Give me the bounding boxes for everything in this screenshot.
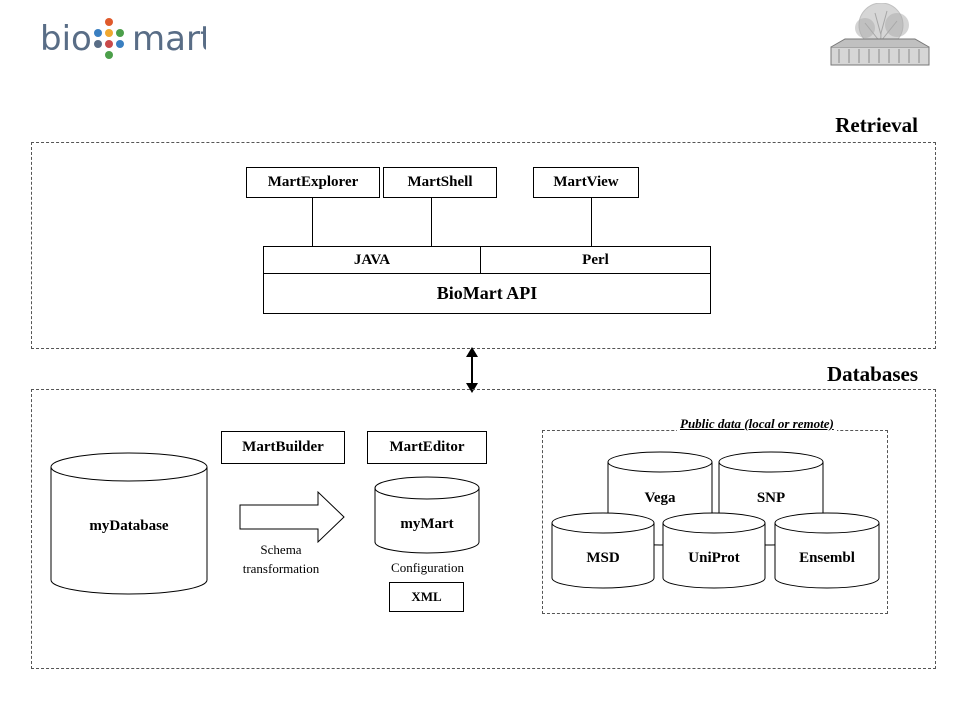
mymart-label: myMart xyxy=(400,516,453,532)
database-cylinder-mydatabase: myDatabase xyxy=(50,452,208,595)
language-perl: Perl xyxy=(480,246,711,274)
logo-dot xyxy=(105,40,113,48)
client-martshell: MartShell xyxy=(383,167,497,198)
logo-dot xyxy=(94,40,102,48)
connector-line xyxy=(312,198,313,246)
schema-transformation-arrow-icon xyxy=(239,490,345,544)
bidirectional-arrow-icon xyxy=(462,347,482,393)
client-martview: MartView xyxy=(533,167,639,198)
databases-title: Databases xyxy=(826,362,918,386)
msd-label: MSD xyxy=(586,550,620,566)
client-martexplorer: MartExplorer xyxy=(246,167,380,198)
public-data-label: Public data (local or remote) xyxy=(677,416,837,432)
tool-marteditor: MartEditor xyxy=(367,431,487,464)
mydatabase-label: myDatabase xyxy=(89,518,169,534)
snp-label: SNP xyxy=(757,490,785,506)
xml-config-file: XML xyxy=(389,582,464,612)
connector-line xyxy=(431,198,432,246)
database-cylinder-uniprot: UniProt xyxy=(662,512,766,589)
connector-line xyxy=(591,198,592,246)
logo-dot xyxy=(105,51,113,59)
logo-text-bio: bio xyxy=(40,19,92,59)
retrieval-title: Retrieval xyxy=(835,113,918,137)
logo-dots-icon xyxy=(94,18,124,59)
schema-transformation-label: Schema transformation xyxy=(242,542,320,576)
retrieval-panel xyxy=(31,142,936,349)
configuration-label: Configuration xyxy=(391,560,464,575)
logo-dot xyxy=(94,29,102,37)
vega-label: Vega xyxy=(644,490,676,506)
logo-text-mart: mart xyxy=(132,19,206,59)
tool-martbuilder: MartBuilder xyxy=(221,431,345,464)
logo-dot xyxy=(105,18,113,26)
institute-building-image xyxy=(825,2,935,68)
database-cylinder-msd: MSD xyxy=(551,512,655,589)
uniprot-label: UniProt xyxy=(688,550,739,566)
logo-dot xyxy=(116,40,124,48)
databases-panel xyxy=(31,389,936,669)
database-cylinder-ensembl: Ensembl xyxy=(774,512,880,589)
public-data-panel xyxy=(542,430,888,614)
biomart-api: BioMart API xyxy=(263,273,711,314)
ensembl-label: Ensembl xyxy=(799,550,855,566)
logo-dot xyxy=(116,29,124,37)
biomart-logo: bio mart xyxy=(36,10,213,70)
database-cylinder-mymart: myMart xyxy=(374,476,480,554)
logo-dot xyxy=(105,29,113,37)
